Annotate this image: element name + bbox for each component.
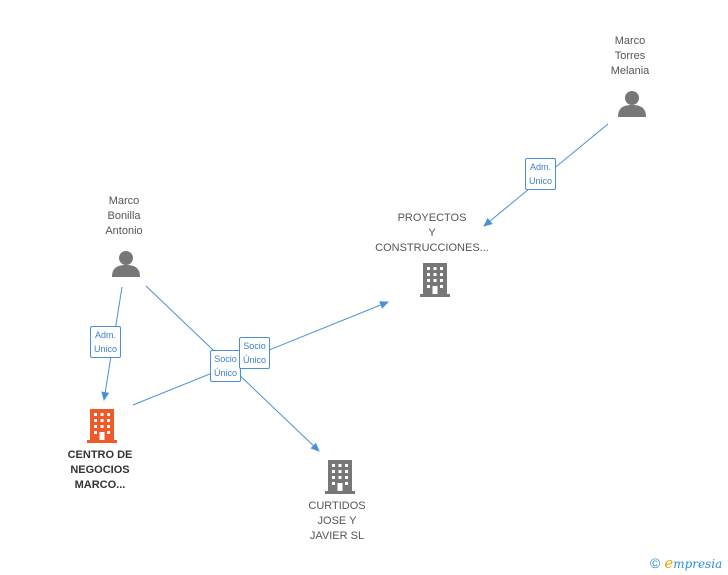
edge-label-socio-unico[interactable]: Socio Único: [239, 337, 271, 369]
empresia-logo[interactable]: ©empresia: [650, 554, 722, 572]
label-line: JOSE Y: [317, 515, 357, 527]
node-label-marco-bonilla[interactable]: Marco Bonilla Antonio: [84, 194, 164, 239]
edge-label-adm-unico[interactable]: Adm. Unico: [90, 326, 122, 358]
label-line: Marco: [108, 195, 140, 207]
edge-label-line: Unico: [94, 344, 118, 354]
node-label-curtidos[interactable]: CURTIDOS JOSE Y JAVIER SL: [297, 499, 377, 544]
edge-label-line: Único: [243, 355, 267, 365]
label-line: NEGOCIOS: [70, 464, 130, 476]
edge-label-line: Socio: [214, 354, 237, 364]
edge-label-line: Adm.: [95, 330, 117, 340]
edge-label-adm-unico[interactable]: Adm. Unico: [525, 158, 557, 190]
building-icon[interactable]: [325, 460, 355, 494]
label-line: CONSTRUCCIONES...: [375, 242, 489, 254]
person-icon[interactable]: [112, 251, 140, 277]
label-line: MARCO...: [74, 479, 126, 491]
label-line: PROYECTOS: [397, 212, 467, 224]
label-line: CENTRO DE: [67, 449, 133, 461]
brand-name: mpresia: [673, 557, 723, 571]
building-icon[interactable]: [420, 263, 450, 297]
brand-initial: e: [664, 554, 674, 572]
label-line: CURTIDOS: [308, 500, 366, 512]
label-line: Antonio: [105, 225, 143, 237]
person-icon[interactable]: [618, 91, 646, 117]
label-line: Torres: [614, 50, 646, 62]
label-line: Y: [428, 227, 436, 239]
edge-label-line: Adm.: [530, 162, 552, 172]
edge-label-socio-unico[interactable]: Socio Único: [210, 350, 242, 382]
node-label-centro[interactable]: CENTRO DE NEGOCIOS MARCO...: [52, 448, 148, 493]
label-line: JAVIER SL: [309, 530, 365, 542]
label-line: Melania: [610, 65, 650, 77]
copyright-symbol: ©: [650, 555, 661, 571]
building-icon[interactable]: [87, 409, 117, 443]
edge-label-line: Socio: [243, 341, 266, 351]
node-label-marco-torres[interactable]: Marco Torres Melania: [590, 34, 670, 79]
edge-label-line: Unico: [529, 176, 553, 186]
node-label-proyectos[interactable]: PROYECTOS Y CONSTRUCCIONES...: [372, 211, 492, 256]
label-line: Marco: [614, 35, 646, 47]
label-line: Bonilla: [107, 210, 141, 222]
edge-label-line: Único: [214, 368, 238, 378]
